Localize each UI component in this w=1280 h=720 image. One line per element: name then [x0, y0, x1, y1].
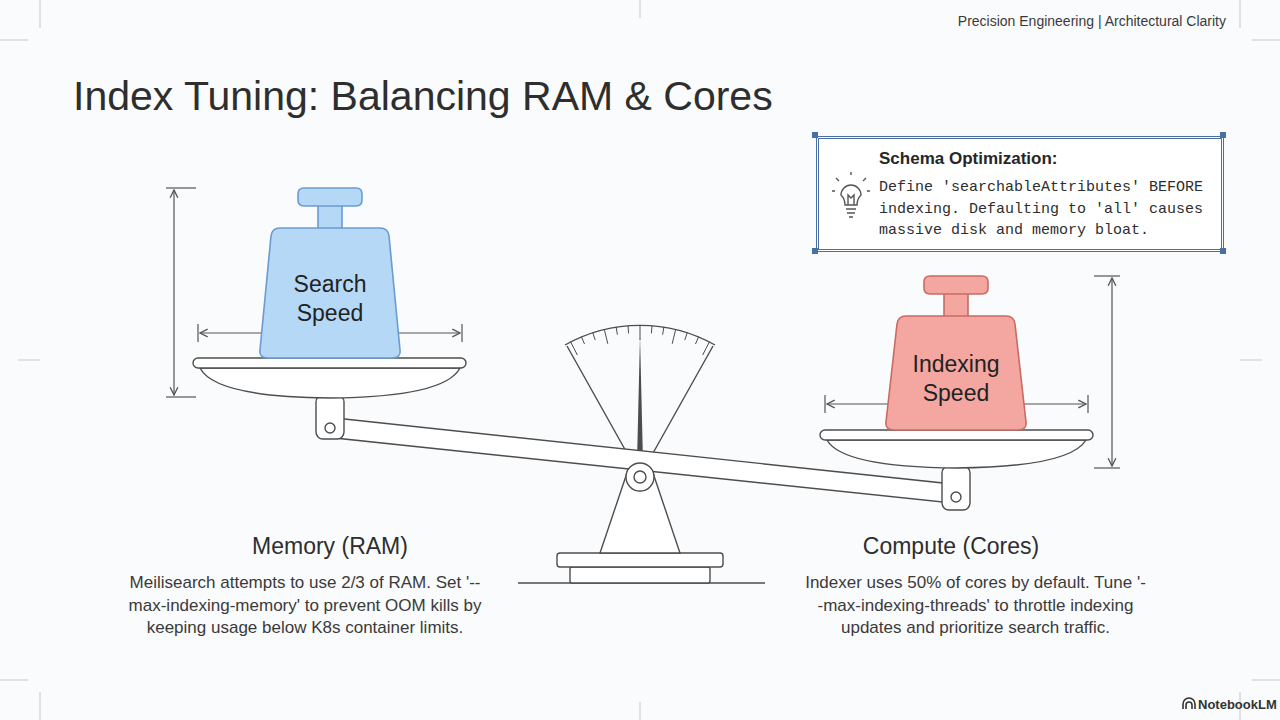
crop-mark [1252, 40, 1280, 41]
section-body: Meilisearch attempts to use 2/3 of RAM. … [120, 572, 490, 640]
corner-marker [1220, 248, 1226, 254]
weight-shape [260, 188, 400, 358]
hanger-pin [325, 423, 335, 433]
pan-rim [193, 358, 466, 368]
weight-shape [886, 276, 1026, 430]
weight-label: Indexing Speed [901, 350, 1011, 408]
watermark-logo [1183, 698, 1195, 709]
pan-bowl [827, 440, 1086, 468]
dimension-cap [1094, 467, 1120, 468]
dimension-cap [824, 395, 825, 413]
corner-marker [812, 248, 818, 254]
scale-base-top [557, 553, 723, 567]
bulb-base [846, 209, 856, 217]
bulb-filament [848, 195, 854, 205]
pivot-pin [634, 471, 646, 483]
dimension-line [173, 190, 174, 395]
pan-rim [820, 430, 1093, 440]
dimension-cap [197, 324, 198, 342]
crop-mark [40, 0, 41, 28]
crop-mark [640, 702, 641, 720]
bulb-rays [832, 172, 870, 191]
crop-mark [40, 692, 41, 720]
pivot [626, 463, 654, 491]
crop-mark [0, 680, 28, 681]
dimension-cap [1087, 395, 1088, 413]
section-heading: Compute (Cores) [751, 532, 1151, 560]
watermark: NotebookLM [1198, 697, 1278, 713]
watermark-icon [1183, 698, 1195, 709]
section-heading: Memory (RAM) [130, 532, 530, 560]
pan-hanger [942, 466, 970, 510]
crop-mark [640, 0, 641, 18]
scale-base [570, 567, 710, 583]
callout-heading: Schema Optimization: [879, 148, 1209, 169]
lightbulb-icon [831, 171, 871, 223]
crop-mark [1240, 360, 1262, 361]
weight-block: Indexing Speed [884, 274, 1028, 432]
slide-title: Index Tuning: Balancing RAM & Cores [73, 72, 773, 121]
weight-neck [944, 293, 968, 317]
bulb-glass [841, 185, 861, 205]
section-body: Indexer uses 50% of cores by default. Tu… [803, 572, 1148, 640]
weight-label: Search Speed [280, 270, 380, 328]
header-tagline: Precision Engineering | Architectural Cl… [880, 12, 1226, 30]
tip-callout: Schema Optimization: Define 'searchableAt… [816, 136, 1224, 252]
callout-body: Define 'searchableAttributes' BEFORE ind… [879, 177, 1217, 242]
scale-stand [600, 470, 680, 553]
dimension-cap [461, 324, 462, 342]
pan-hanger [316, 395, 344, 439]
corner-marker [812, 132, 818, 138]
crop-mark [0, 40, 28, 41]
crop-mark [1252, 680, 1280, 681]
weight-neck [318, 205, 342, 229]
crop-mark [1240, 0, 1241, 28]
crop-mark [18, 360, 40, 361]
dimension-cap [166, 187, 196, 188]
dimension-cap [1094, 275, 1120, 276]
weight-block: Search Speed [258, 186, 402, 360]
lightbulb-icon [832, 172, 870, 217]
dimension-line [1111, 278, 1112, 466]
hanger-pin [951, 492, 961, 502]
corner-marker [1220, 132, 1226, 138]
pan-bowl [200, 368, 460, 398]
dimension-cap [166, 396, 196, 397]
gauge-needle [637, 336, 643, 462]
